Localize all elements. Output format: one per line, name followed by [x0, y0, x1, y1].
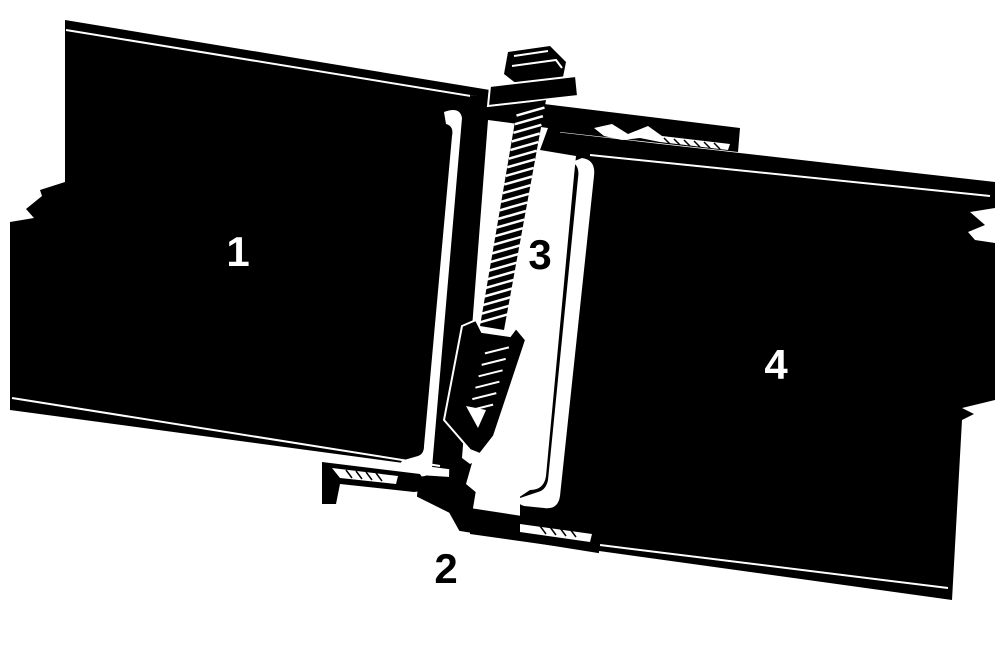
left-panel-top-skin-line — [65, 29, 521, 105]
right-panel-top-skin-line — [589, 154, 991, 197]
left-panel-body — [10, 20, 520, 472]
screw-sleeve-threads — [468, 346, 510, 412]
label-joint-profile: 2 — [434, 545, 457, 592]
joint-profile-bottom-lip — [520, 524, 592, 542]
screw-hex-head-icon — [504, 46, 566, 88]
right-panel-body — [520, 128, 995, 600]
screw-expansion-sleeve — [442, 318, 528, 456]
top-sealant-hatching — [663, 137, 721, 150]
left-panel-bottom-skin-line — [11, 397, 441, 467]
bottom-sealant-hatching — [539, 525, 577, 538]
label-right-panel: 4 — [764, 341, 788, 388]
screw-drill-tip-icon — [466, 406, 486, 428]
right-panel — [518, 128, 995, 600]
screw-washer — [486, 74, 580, 108]
left-panel — [10, 20, 521, 472]
label-screw: 3 — [528, 231, 551, 278]
screw-threads — [479, 106, 545, 324]
right-panel-edge-face — [518, 158, 595, 509]
lower-sealant-hatching — [345, 469, 383, 482]
self-drilling-screw — [442, 46, 580, 456]
sealant-tapes — [345, 124, 730, 538]
left-panel-edge-face — [400, 110, 462, 477]
right-panel-bottom-skin-line — [599, 544, 949, 589]
label-left-panel: 1 — [226, 228, 249, 275]
screw-head-facet-lines — [511, 50, 563, 69]
